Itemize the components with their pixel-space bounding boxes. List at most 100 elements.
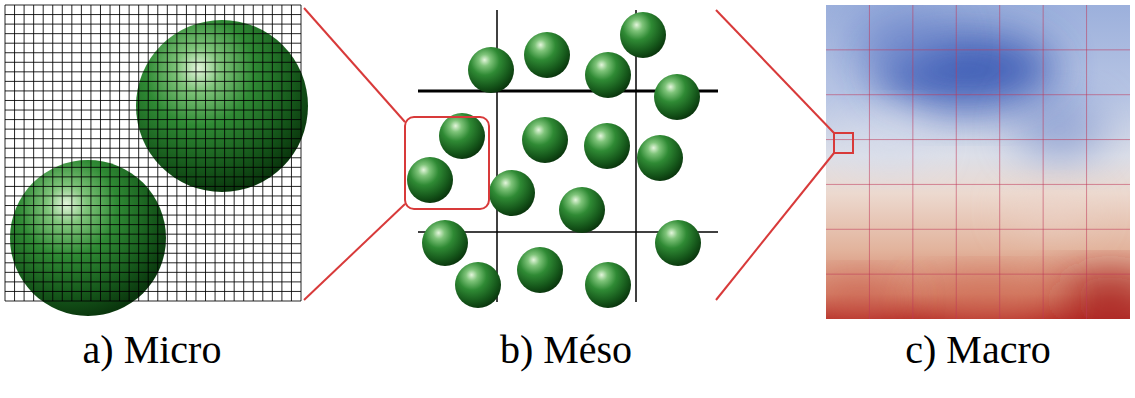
grid-line: [90, 5, 91, 301]
grid-line: [5, 129, 301, 130]
grid-line: [5, 33, 301, 34]
grid-line: [5, 90, 301, 91]
grid-line: [869, 5, 870, 319]
sphere: [585, 52, 631, 98]
grid-line: [1043, 5, 1044, 319]
sphere: [517, 247, 563, 293]
field-blob: [1060, 275, 1130, 319]
grid-line: [5, 52, 301, 53]
grid-line: [5, 100, 301, 101]
grid-line: [5, 119, 301, 120]
grid-line: [5, 205, 301, 206]
grid-line: [5, 62, 301, 63]
micro-panel: [5, 5, 308, 316]
grid-line: [186, 5, 187, 301]
grid-line: [5, 272, 301, 273]
grid-line: [62, 5, 63, 301]
grid-line: [253, 5, 254, 301]
grid-line: [826, 49, 1130, 50]
grid-line: [167, 5, 168, 301]
sphere: [655, 220, 701, 266]
grid-line: [43, 5, 44, 301]
grid-line: [33, 5, 34, 301]
field-blob: [920, 278, 1060, 319]
sphere: [455, 262, 501, 308]
zoom-leader: [304, 204, 405, 300]
grid-line: [826, 229, 1130, 230]
grid-line: [5, 253, 301, 254]
grid-line: [5, 81, 301, 82]
grid-line: [272, 5, 273, 301]
sphere: [468, 47, 514, 93]
grid-line: [5, 5, 301, 6]
grid-line: [281, 5, 282, 301]
grid-line: [138, 5, 139, 301]
grid-line: [157, 5, 158, 301]
grid-line: [110, 5, 111, 301]
grid-line: [5, 234, 301, 235]
grid-line: [24, 5, 25, 301]
sphere: [559, 187, 605, 233]
field-blob: [826, 280, 905, 319]
grid-line: [5, 14, 301, 15]
sphere: [489, 170, 535, 216]
grid-line: [826, 184, 1130, 185]
grid-line: [243, 5, 244, 301]
zoom-frame: [834, 133, 853, 153]
panel-caption: a) Micro: [83, 330, 222, 370]
grid-line: [5, 262, 301, 263]
grid-line: [5, 43, 301, 44]
grid-line: [81, 5, 82, 301]
grid-line: [5, 215, 301, 216]
sphere: [407, 157, 453, 203]
grid-line: [234, 5, 235, 301]
zoom-leader: [716, 153, 834, 300]
grid-line: [956, 5, 957, 319]
zoom-leader: [716, 10, 834, 133]
grid-line: [14, 5, 15, 301]
grid-line: [215, 5, 216, 301]
grid-line: [5, 224, 301, 225]
sphere: [585, 262, 631, 308]
sphere: [524, 32, 570, 78]
grid-line: [291, 5, 292, 301]
grid-line: [205, 5, 206, 301]
grid-line: [5, 71, 301, 72]
grid-line: [912, 5, 913, 319]
sphere: [620, 12, 666, 58]
sphere: [637, 135, 683, 181]
grid-line: [195, 5, 196, 301]
grid-line: [301, 5, 302, 301]
zoom-leader: [304, 8, 405, 122]
field-blob: [1015, 100, 1105, 160]
sphere: [439, 113, 485, 159]
grid-line: [5, 157, 301, 158]
macro-panel: [826, 5, 1130, 319]
grid-line: [826, 274, 1130, 275]
grid-line: [71, 5, 72, 301]
grid-line: [5, 291, 301, 292]
grid-line: [5, 5, 6, 301]
micro-grid: [5, 5, 301, 301]
sphere: [522, 117, 568, 163]
grid-line: [5, 186, 301, 187]
grid-line: [148, 5, 149, 301]
grid-line: [129, 5, 130, 301]
grid-line: [52, 5, 53, 301]
sphere: [654, 74, 700, 120]
grid-line: [5, 167, 301, 168]
grid-line: [5, 24, 301, 25]
field-blob: [1010, 190, 1090, 230]
grid-line: [176, 5, 177, 301]
field-map: [826, 5, 1130, 319]
zoom-frame: [405, 117, 489, 209]
grid-line: [5, 148, 301, 149]
grid-line: [224, 5, 225, 301]
grid-line: [999, 5, 1000, 319]
grid-line: [5, 138, 301, 139]
grid-line: [5, 176, 301, 177]
field-blob: [850, 10, 950, 70]
grid-line: [5, 243, 301, 244]
grid-line: [5, 110, 301, 111]
mesh-grid: [826, 5, 1130, 319]
